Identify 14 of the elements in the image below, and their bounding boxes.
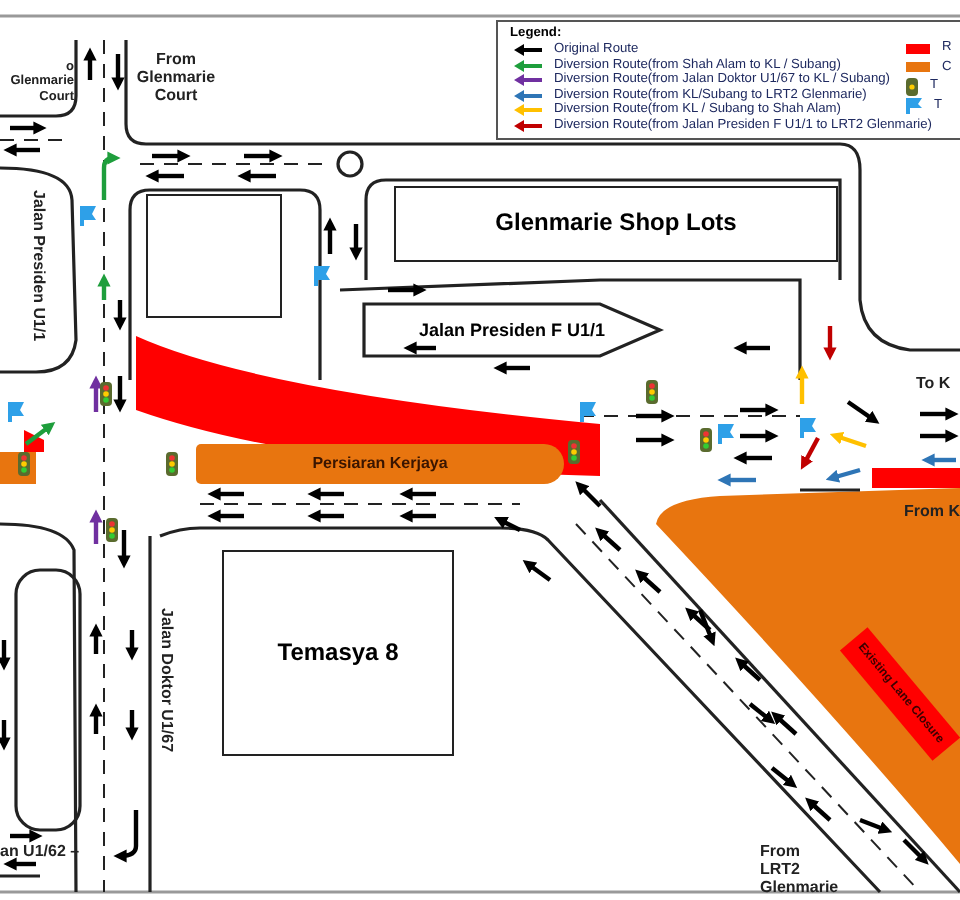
road-band xyxy=(196,444,564,484)
road-label: Jalan Presiden U1/1 xyxy=(29,190,48,342)
road-label: From LRT2 Glenmarie xyxy=(760,842,836,898)
place-name: Glenmarie Shop Lots xyxy=(493,210,739,238)
road-label: From K xyxy=(904,502,960,521)
road-label: Jalan Doktor U1/67 xyxy=(157,608,176,753)
building-block xyxy=(146,194,282,318)
road-label: To K xyxy=(916,374,951,393)
building-block xyxy=(394,186,838,262)
place-name: Persiaran Kerjaya xyxy=(310,454,450,474)
building-block xyxy=(222,550,454,756)
place-name: Jalan Presiden F U1/1 xyxy=(416,319,608,341)
road-label: From Glenmarie Court xyxy=(136,50,216,106)
place-name: Temasya 8 xyxy=(275,639,401,667)
